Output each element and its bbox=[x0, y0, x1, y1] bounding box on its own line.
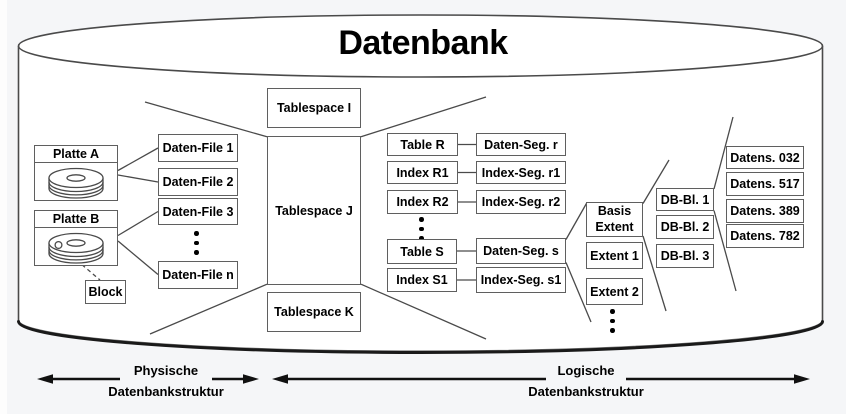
ellipsis-vertical-dots bbox=[194, 231, 199, 255]
node-daten-file-2: Daten-File 2 bbox=[158, 168, 238, 196]
node-datensatz-782: Datens. 782 bbox=[726, 224, 804, 248]
node-daten-file-3: Daten-File 3 bbox=[158, 198, 238, 225]
node-index-r1: Index R1 bbox=[387, 161, 458, 184]
diagram-title: Datenbank bbox=[338, 23, 508, 62]
disk-icon bbox=[48, 232, 104, 264]
platte-b-label: Platte B bbox=[35, 211, 117, 228]
node-daten-seg-r: Daten-Seg. r bbox=[476, 133, 566, 156]
legend-physical-line2: Datenbankstruktur bbox=[108, 384, 224, 399]
node-index-seg-s1: Index-Seg. s1 bbox=[476, 267, 566, 293]
ellipsis-vertical-dots bbox=[610, 309, 615, 333]
node-db-block-1: DB-Bl. 1 bbox=[656, 188, 714, 211]
node-platte-b: Platte B bbox=[34, 210, 118, 266]
node-block: Block bbox=[85, 280, 126, 304]
node-daten-file-n: Daten-File n bbox=[158, 261, 238, 289]
node-index-r2: Index R2 bbox=[387, 190, 458, 214]
legend-physical-line1: Physische bbox=[133, 363, 199, 378]
legend-logical-line1: Logische bbox=[557, 363, 615, 378]
node-daten-file-1: Daten-File 1 bbox=[158, 134, 238, 162]
node-tablespace-k: Tablespace K bbox=[267, 292, 361, 332]
node-platte-a: Platte A bbox=[34, 145, 118, 201]
node-table-s: Table S bbox=[387, 239, 457, 264]
left-margin-strip bbox=[0, 0, 7, 414]
block-marker-icon bbox=[54, 240, 63, 249]
node-table-r: Table R bbox=[387, 133, 458, 156]
node-extent-2: Extent 2 bbox=[586, 278, 643, 305]
fan-lines bbox=[144, 96, 737, 340]
platte-a-label: Platte A bbox=[35, 146, 117, 163]
node-datensatz-389: Datens. 389 bbox=[726, 199, 804, 223]
ellipsis-vertical-dots bbox=[419, 217, 424, 241]
node-basis-extent: Basis Extent bbox=[586, 202, 643, 237]
node-index-seg-r1: Index-Seg. r1 bbox=[476, 161, 566, 184]
node-tablespace-i: Tablespace I bbox=[267, 88, 361, 128]
node-tablespace-j: Tablespace J bbox=[267, 136, 361, 285]
node-index-seg-r2: Index-Seg. r2 bbox=[476, 190, 566, 214]
legend-logical-line2: Datenbankstruktur bbox=[528, 384, 644, 399]
node-db-block-3: DB-Bl. 3 bbox=[656, 244, 714, 268]
node-db-block-2: DB-Bl. 2 bbox=[656, 215, 714, 239]
disk-icon bbox=[48, 167, 104, 199]
node-datensatz-032: Datens. 032 bbox=[726, 146, 804, 169]
node-datensatz-517: Datens. 517 bbox=[726, 172, 804, 196]
node-extent-1: Extent 1 bbox=[586, 242, 643, 269]
node-index-s1: Index S1 bbox=[387, 268, 457, 292]
node-daten-seg-s: Daten-Seg. s bbox=[476, 238, 566, 264]
legend-arrows bbox=[37, 374, 810, 384]
